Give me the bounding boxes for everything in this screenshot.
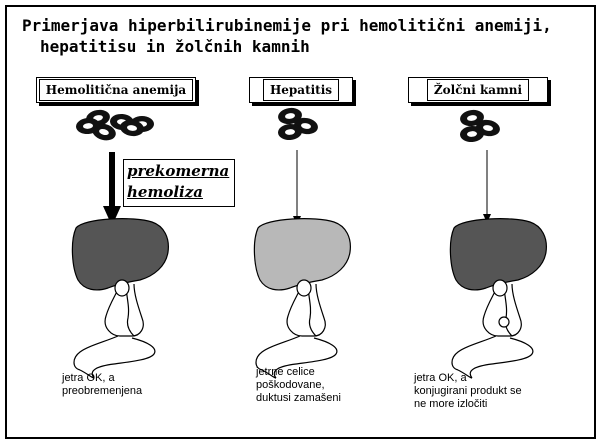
- caption-hemolytic-anemia: jetra OK, a preobremenjena: [62, 372, 212, 398]
- caption-2-line-3: duktusi zamašeni: [256, 392, 406, 405]
- liver-group-3: [450, 219, 546, 378]
- annotation-line-1: prekomerna: [127, 161, 234, 182]
- arrow-thin-3: [483, 150, 491, 223]
- bile-duct-icon: [74, 280, 155, 378]
- erythrocyte-cluster-1: [75, 108, 154, 143]
- caption-3-line-2: konjugirani produkt se: [414, 385, 584, 398]
- caption-2-line-1: jetrne celice: [256, 366, 406, 379]
- bile-duct-icon: [256, 280, 337, 378]
- liver-group-2: [254, 219, 350, 378]
- bile-duct-icon: [452, 280, 533, 378]
- caption-1-line-2: preobremenjena: [62, 385, 212, 398]
- arrow-thick: [103, 152, 121, 226]
- caption-3-line-3: ne more izločiti: [414, 398, 584, 411]
- liver-icon: [254, 219, 350, 290]
- caption-hepatitis: jetrne celice poškodovane, duktusi zamaš…: [256, 366, 406, 405]
- caption-2-line-2: poškodovane,: [256, 379, 406, 392]
- annotation-excessive-hemolysis: prekomerna hemoliza: [123, 159, 235, 207]
- caption-3-line-1: jetra OK, a: [414, 372, 584, 385]
- gallstone-icon: [499, 317, 509, 327]
- arrow-thin-2: [293, 150, 301, 225]
- liver-group-1: [72, 219, 168, 378]
- caption-gallstones: jetra OK, a konjugirani produkt se ne mo…: [414, 372, 584, 411]
- liver-icon: [450, 219, 546, 290]
- liver-icon: [72, 219, 168, 290]
- annotation-line-2: hemoliza: [127, 182, 234, 203]
- caption-1-line-1: jetra OK, a: [62, 372, 212, 385]
- erythrocyte-cluster-2: [277, 106, 319, 140]
- erythrocyte-cluster-3: [459, 108, 501, 142]
